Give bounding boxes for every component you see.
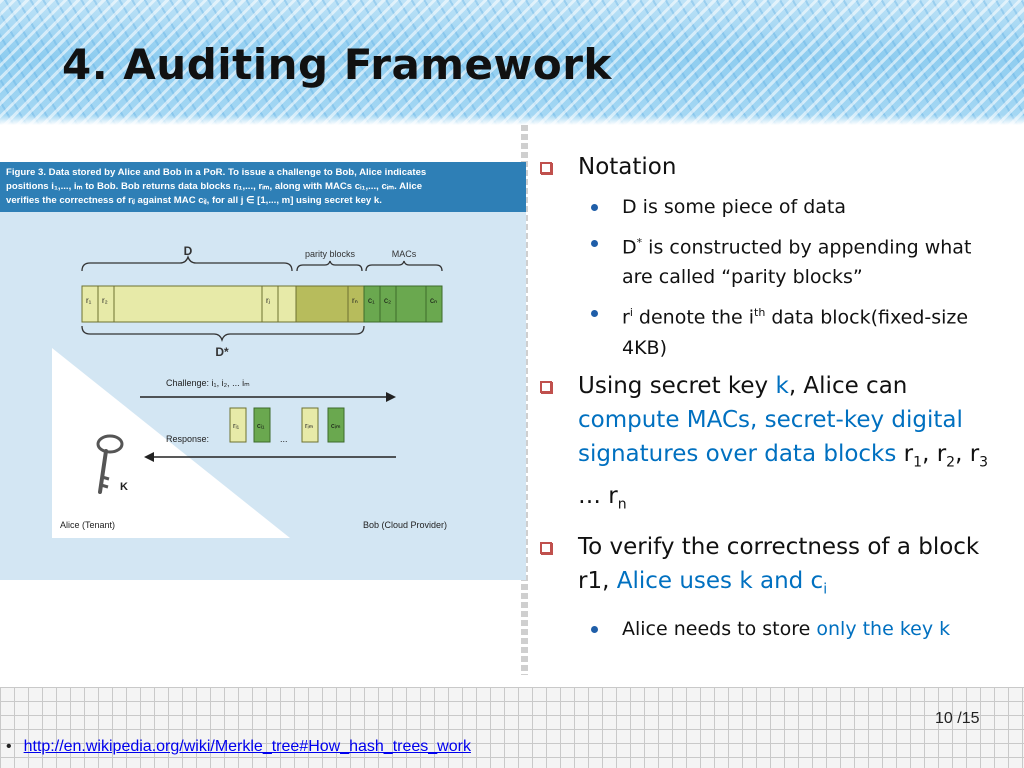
sub3-text-b: data block(fixed-size 4KB) bbox=[622, 306, 969, 359]
slide-title: 4. Auditing Framework bbox=[62, 40, 612, 89]
square-bullet-icon bbox=[540, 380, 552, 393]
block-r2 bbox=[97, 285, 115, 323]
text-rim: rᵢₘ bbox=[305, 421, 314, 430]
resp-block-ci1 bbox=[253, 407, 271, 443]
square-bullet-icon bbox=[540, 162, 552, 174]
dot-bullet-icon bbox=[591, 240, 598, 247]
sub3-th: th bbox=[754, 306, 766, 320]
label-D: D bbox=[184, 244, 193, 258]
block-cn bbox=[425, 285, 443, 323]
sub2-d: D bbox=[622, 236, 637, 259]
page-current: 10 bbox=[935, 710, 953, 727]
dot-bullet-icon bbox=[591, 204, 598, 211]
title-banner: 4. Auditing Framework bbox=[0, 0, 1024, 125]
resp-block-cim bbox=[327, 407, 345, 443]
label-macs: MACs bbox=[392, 249, 417, 259]
p2-k: k bbox=[775, 372, 789, 399]
resp-block-rim bbox=[301, 407, 319, 443]
footer-grid bbox=[0, 687, 1024, 768]
text-ri1: rᵢ₁ bbox=[233, 421, 240, 430]
resp-block-ri1 bbox=[229, 407, 247, 443]
sub2-star: * bbox=[636, 236, 643, 249]
page-number: 10 /15 bbox=[935, 710, 979, 728]
response-label: Response: bbox=[166, 434, 209, 444]
page-total: 15 bbox=[961, 710, 980, 727]
por-figure: Figure 3. Data stored by Alice and Bob i… bbox=[0, 162, 526, 580]
brace-Dstar bbox=[81, 325, 365, 343]
text-rn: rₙ bbox=[352, 296, 358, 305]
label-Dstar: D* bbox=[215, 345, 229, 359]
text-r1: r₁ bbox=[86, 296, 92, 305]
caption-band bbox=[0, 162, 526, 212]
p2-sub1: 1 bbox=[913, 454, 923, 471]
key-icon bbox=[96, 434, 124, 494]
key-label: K bbox=[120, 481, 128, 493]
text-cn: cₙ bbox=[430, 296, 437, 305]
text-cim: cᵢₘ bbox=[331, 421, 341, 430]
block-rj bbox=[261, 285, 279, 323]
text-r2: r₂ bbox=[102, 296, 108, 305]
sub3-r: r bbox=[622, 306, 630, 329]
text-ci1: cᵢ₁ bbox=[257, 421, 265, 430]
sub-bullet-ri: ri denote the ith data block(fixed-size … bbox=[535, 298, 1005, 362]
p3-highlight: Alice uses k and c bbox=[616, 567, 824, 594]
sub2-text: is constructed by appending what are cal… bbox=[622, 236, 972, 289]
sub-bullet-dstar: D* is constructed by appending what are … bbox=[535, 228, 1005, 292]
p2-r: r bbox=[896, 440, 914, 467]
sub4-highlight: only the key k bbox=[816, 618, 951, 641]
reference-link[interactable]: http://en.wikipedia.org/wiki/Merkle_tree… bbox=[23, 738, 471, 755]
dot-bullet-icon bbox=[591, 310, 598, 318]
por-diagram: Figure 3. Data stored by Alice and Bob i… bbox=[0, 162, 526, 580]
p2-comma2: , r bbox=[955, 440, 980, 467]
reference-bullet: • bbox=[6, 738, 12, 755]
p2-sub2: 2 bbox=[946, 454, 956, 471]
p2-subn: n bbox=[617, 496, 627, 513]
text-c1: c₁ bbox=[368, 296, 375, 305]
sub3-i: i bbox=[629, 306, 633, 320]
p2-comma1: , r bbox=[922, 440, 947, 467]
caption-line-1: Figure 3. Data stored by Alice and Bob i… bbox=[6, 167, 426, 178]
sub4-text: Alice needs to store bbox=[622, 618, 817, 641]
bullet-notation: Notation bbox=[535, 150, 1005, 184]
bullet-secret-key: Using secret key k, Alice can compute MA… bbox=[535, 369, 1005, 522]
response-arrowhead bbox=[144, 452, 154, 462]
p3-sub-i: i bbox=[823, 581, 828, 598]
sub3-text-a: denote the i bbox=[632, 306, 755, 329]
parity-blocks-region bbox=[295, 285, 349, 323]
page-separator: / bbox=[952, 710, 962, 727]
bullet-verify: To verify the correctness of a block r1,… bbox=[535, 530, 1005, 607]
bullet-content: Notation D is some piece of data D* is c… bbox=[535, 150, 1005, 650]
bob-label: Bob (Cloud Provider) bbox=[363, 520, 447, 530]
reference-line: • http://en.wikipedia.org/wiki/Merkle_tre… bbox=[6, 738, 471, 756]
p2-text-b: , Alice can bbox=[788, 372, 908, 399]
text-resp-dots: ... bbox=[280, 434, 288, 444]
p2-text-a: Using secret key bbox=[578, 372, 776, 399]
caption-line-2: positions i₁,..., iₘ to Bob. Bob returns… bbox=[6, 181, 422, 192]
notation-text: Notation bbox=[578, 154, 677, 180]
alice-triangle bbox=[52, 348, 290, 538]
brace-parity bbox=[296, 260, 363, 272]
p2-highlight: compute MACs, secret-key digital signatu… bbox=[578, 406, 963, 467]
challenge-label: Challenge: i₁, i₂, ... iₘ bbox=[166, 378, 250, 388]
brace-D bbox=[81, 254, 293, 272]
label-parity-blocks: parity blocks bbox=[305, 249, 356, 259]
sub1-text: D is some piece of data bbox=[622, 196, 847, 218]
p2-sub3: 3 bbox=[979, 454, 989, 471]
p2-dots: … r bbox=[578, 483, 618, 510]
brace-macs bbox=[365, 260, 443, 272]
alice-label: Alice (Tenant) bbox=[60, 520, 115, 530]
square-bullet-icon bbox=[540, 541, 552, 554]
sub-bullet-store-key: Alice needs to store only the key k bbox=[535, 614, 1005, 644]
p3-text: To verify the correctness of a block r1, bbox=[578, 533, 980, 594]
dot-bullet-icon bbox=[591, 626, 598, 634]
text-c2: c₂ bbox=[384, 296, 391, 305]
macs-region bbox=[395, 285, 427, 323]
text-rj: rⱼ bbox=[266, 296, 270, 305]
sub-bullet-data: D is some piece of data bbox=[535, 192, 1005, 222]
challenge-arrowhead bbox=[386, 392, 396, 402]
caption-line-3: verifies the correctness of rᵢⱼ against … bbox=[6, 195, 382, 206]
